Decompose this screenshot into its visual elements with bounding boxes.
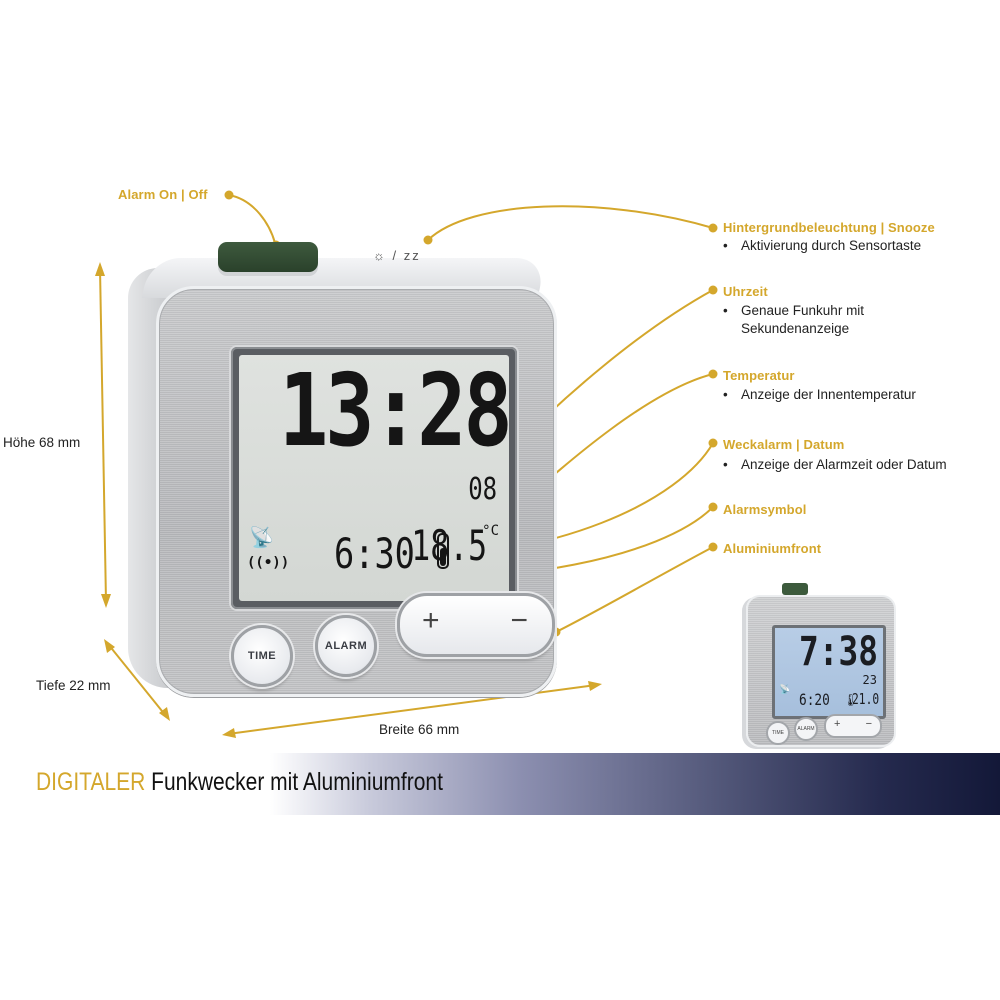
thermometer-icon <box>437 533 449 569</box>
arrowhead <box>222 728 236 738</box>
dimension-width-label: Breite 66 mm <box>379 722 460 737</box>
small-plus-minus-rocker: + − <box>824 714 882 738</box>
callout-backlight-bullet: •Aktivierung durch Sensortaste <box>723 238 922 253</box>
leader-dot <box>224 190 234 200</box>
small-minus-label: − <box>865 718 872 730</box>
product-title-accent: DIGITALER <box>36 768 146 796</box>
plus-minus-rocker[interactable]: + − <box>397 593 555 657</box>
small-alarm-switch <box>782 583 808 595</box>
alarm-on-off-switch[interactable] <box>218 242 318 272</box>
dimension-depth-label: Tiefe 22 mm <box>36 678 111 693</box>
lcd-temperature: 18.5 <box>411 521 487 570</box>
small-clock-backlit-product: 7:38 23 📡 6:20 🌡 21.0 TIME ALARM + − <box>740 575 900 747</box>
small-lcd-seconds: 23 <box>862 673 877 687</box>
leader-dot <box>423 235 433 245</box>
callout-alarm-date-title: Weckalarm | Datum <box>723 437 845 452</box>
main-clock-product: ☼ / zz 13:28 08 📡 ((•)) 6:30 18.5 °C TIM… <box>128 242 557 698</box>
minus-button[interactable]: − <box>510 604 528 637</box>
product-title-rest: Funkwecker mit Aluminiumfront <box>151 768 443 796</box>
callout-alarm-switch-title: Alarm On | Off <box>118 187 208 202</box>
lcd-alarm-time: 6:30 <box>334 529 415 578</box>
small-lcd-alarm-time: 6:20 <box>799 690 830 709</box>
lcd-temperature-unit: °C <box>482 523 499 539</box>
leader-dot <box>708 369 718 379</box>
callout-front-title: Aluminiumfront <box>723 541 822 556</box>
alarm-symbol-icon: ((•)) <box>247 555 290 571</box>
arrowhead <box>588 681 602 691</box>
small-lcd-temperature: 21.0 <box>851 690 879 708</box>
lcd-frame: 13:28 08 📡 ((•)) 6:30 18.5 °C <box>231 347 517 609</box>
leader-dot <box>708 285 718 295</box>
small-lcd-display: 7:38 23 📡 6:20 🌡 21.0 <box>772 625 886 719</box>
aluminium-front: 13:28 08 📡 ((•)) 6:30 18.5 °C TIME ALARM… <box>156 286 557 697</box>
lcd-time: 13:28 <box>279 352 513 469</box>
backlight-snooze-icons[interactable]: ☼ / zz <box>373 248 421 263</box>
small-time-button: TIME <box>766 721 790 745</box>
small-antenna-icon: 📡 <box>779 685 791 695</box>
small-plus-label: + <box>834 718 841 730</box>
time-button[interactable]: TIME <box>231 625 293 687</box>
leader-dot <box>708 502 718 512</box>
small-aluminium-front: 7:38 23 📡 6:20 🌡 21.0 TIME ALARM + − <box>746 595 896 747</box>
product-title: DIGITALER Funkwecker mit Aluminiumfront <box>36 768 443 797</box>
leader-dot <box>708 223 718 233</box>
small-thermometer-icon: 🌡 <box>843 693 859 707</box>
callout-time-title: Uhrzeit <box>723 284 768 299</box>
small-lcd-time: 7:38 <box>799 629 878 675</box>
arrowhead <box>95 262 105 276</box>
height-arrow <box>99 267 107 603</box>
leader-alarm-switch <box>228 194 276 244</box>
callout-time-bullet: •Genaue Funkuhr mit Sekundenanzeige <box>723 303 865 336</box>
leader-dot <box>708 542 718 552</box>
leader-backlight <box>427 205 714 241</box>
arrowhead <box>159 707 170 721</box>
dimension-height-label: Höhe 68 mm <box>3 435 81 450</box>
small-alarm-button: ALARM <box>794 717 818 741</box>
leader-front <box>555 546 714 633</box>
leader-dot <box>708 438 718 448</box>
lcd-display: 13:28 08 📡 ((•)) 6:30 18.5 °C <box>239 352 513 601</box>
callout-alarm-symbol-title: Alarmsymbol <box>723 502 807 517</box>
arrowhead <box>101 594 111 608</box>
depth-arrow <box>107 643 167 717</box>
callout-alarm-date-bullet: •Anzeige der Alarmzeit oder Datum <box>723 457 947 472</box>
product-title-banner: DIGITALER Funkwecker mit Aluminiumfront <box>0 753 1000 815</box>
radio-antenna-icon: 📡 <box>249 525 274 549</box>
callout-temperature-title: Temperatur <box>723 368 795 383</box>
callout-temperature-bullet: •Anzeige der Innentemperatur <box>723 387 916 402</box>
lcd-seconds: 08 <box>468 472 497 507</box>
arrowhead <box>104 639 115 653</box>
plus-button[interactable]: + <box>422 604 440 637</box>
callout-backlight-title: Hintergrundbeleuchtung | Snooze <box>723 220 935 235</box>
alarm-button[interactable]: ALARM <box>315 615 377 677</box>
